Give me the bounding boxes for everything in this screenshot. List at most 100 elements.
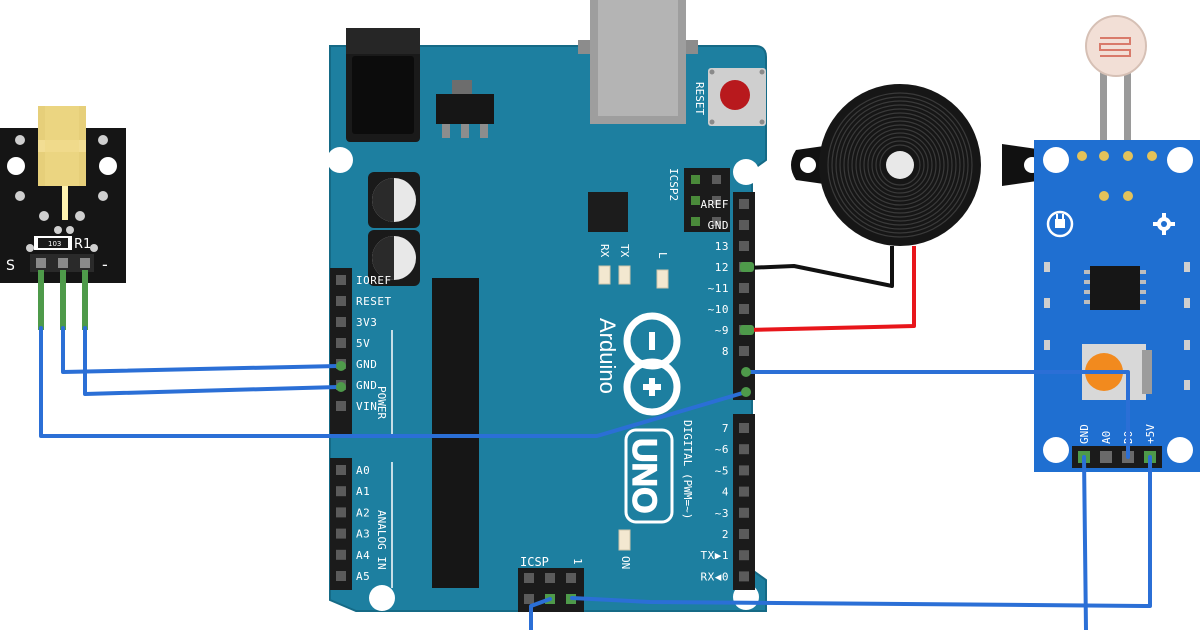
pin-label: A3 bbox=[356, 528, 370, 541]
wire-laser-vcc-to-5v bbox=[61, 326, 340, 374]
buzzer-center bbox=[886, 151, 914, 179]
mounting-hole bbox=[1167, 147, 1193, 173]
header-pin bbox=[739, 529, 749, 539]
pin-label: ~10 bbox=[708, 303, 729, 316]
pin-label: VIN bbox=[356, 400, 377, 413]
power-header bbox=[330, 268, 352, 434]
mounting-hole bbox=[327, 147, 353, 173]
gear-icon bbox=[1153, 213, 1175, 235]
pin-label: 7 bbox=[722, 422, 729, 435]
buzzer-ring bbox=[843, 108, 957, 222]
pin-label: ~3 bbox=[715, 507, 729, 520]
tx-label: TX bbox=[618, 244, 631, 258]
l-label: L bbox=[656, 252, 669, 259]
power-label: POWER bbox=[375, 386, 388, 419]
laser-diode bbox=[38, 106, 86, 220]
tx-led bbox=[618, 265, 631, 285]
signal-pin-label: S bbox=[6, 258, 15, 274]
pin-label: ~5 bbox=[715, 464, 729, 477]
pin-label: A5 bbox=[356, 570, 370, 583]
header-pin bbox=[336, 401, 346, 411]
mounting-hole bbox=[1167, 437, 1193, 463]
header-pin bbox=[739, 423, 749, 433]
mounting-hole bbox=[1043, 147, 1069, 173]
sensor-pin-label: GND bbox=[1078, 424, 1091, 444]
buzzer-ring bbox=[835, 100, 965, 230]
header-pin bbox=[739, 220, 749, 230]
pin-label: RESET bbox=[356, 295, 392, 308]
photoresistor bbox=[1085, 15, 1147, 152]
capacitor bbox=[368, 230, 420, 286]
icsp2-label: ICSP2 bbox=[667, 168, 680, 201]
usb-controller-chip bbox=[588, 192, 628, 232]
header-pin bbox=[739, 571, 749, 582]
pin-label: TX▶1 bbox=[701, 549, 730, 562]
atmega-chip bbox=[432, 278, 479, 588]
header-pin bbox=[739, 346, 749, 356]
pin-label: ~9 bbox=[715, 324, 729, 337]
wire-d9-to-sensor-d0 bbox=[744, 370, 1130, 459]
wire-endpoints bbox=[336, 262, 754, 397]
digital-label: DIGITAL (PWM=~) bbox=[681, 420, 694, 519]
resistor: 103 bbox=[34, 236, 72, 250]
reset-button[interactable] bbox=[708, 68, 766, 126]
pin-label: GND bbox=[356, 379, 377, 392]
arduino-uno-board: RESET TX RX L ICSP2 bbox=[327, 0, 767, 612]
pin-label: 5V bbox=[356, 337, 370, 350]
sensor-pin-label: +5V bbox=[1144, 424, 1157, 444]
pin-label: AREF bbox=[701, 198, 730, 211]
rx-label: RX bbox=[598, 244, 611, 258]
header-pin bbox=[739, 507, 749, 518]
header-pin bbox=[336, 486, 346, 497]
pin-label: A2 bbox=[356, 506, 370, 519]
pin-label: A1 bbox=[356, 485, 370, 498]
header-pin bbox=[739, 444, 749, 455]
pin-label: A4 bbox=[356, 549, 370, 562]
power-plug-icon bbox=[1046, 210, 1074, 238]
header-pin bbox=[739, 550, 749, 561]
header-pin bbox=[336, 507, 346, 518]
header-pin bbox=[739, 486, 749, 497]
buzzer-ring bbox=[875, 140, 925, 190]
icsp2-header bbox=[684, 168, 730, 232]
header-pin bbox=[336, 571, 346, 581]
pin-label: 13 bbox=[715, 240, 729, 253]
buzzer-ring bbox=[867, 132, 933, 198]
header-pin bbox=[739, 465, 749, 476]
resistor-code: 103 bbox=[48, 240, 61, 248]
pin-label: IOREF bbox=[356, 274, 392, 287]
minus-pin-label: - bbox=[102, 255, 108, 274]
header-pin bbox=[336, 296, 346, 306]
buzzer-ring bbox=[847, 112, 953, 218]
wires bbox=[39, 264, 1152, 630]
pin-label: GND bbox=[356, 358, 377, 371]
wire-buzzer-gnd bbox=[744, 264, 894, 288]
uno-logo: UNO bbox=[624, 428, 674, 524]
buzzer-ring bbox=[879, 144, 921, 186]
header-pin bbox=[336, 549, 346, 560]
reset-label: RESET bbox=[693, 82, 706, 115]
buzzer-ring bbox=[859, 124, 941, 206]
pin-label: 4 bbox=[722, 486, 729, 499]
laser-pin-header bbox=[30, 254, 94, 272]
buzzer-ring bbox=[831, 96, 969, 234]
pin-label: ~6 bbox=[715, 443, 729, 456]
piezo-buzzer bbox=[791, 84, 1049, 296]
pin-label: A0 bbox=[356, 464, 370, 477]
sensor-pin-label: A0 bbox=[1100, 431, 1113, 444]
header-pin bbox=[336, 465, 346, 475]
resistor-label: R1 bbox=[74, 237, 91, 252]
header-pin bbox=[336, 317, 346, 327]
mounting-hole bbox=[733, 159, 759, 185]
buzzer-ring bbox=[851, 116, 949, 214]
header-pin bbox=[336, 338, 346, 348]
buzzer-flange bbox=[791, 144, 1049, 186]
header-pin bbox=[739, 304, 749, 314]
buzzer-ring bbox=[863, 128, 937, 202]
wire-laser-gnd-to-gnd bbox=[83, 326, 340, 396]
pin-label: 2 bbox=[722, 528, 729, 541]
mounting-hole bbox=[99, 157, 117, 175]
icsp-label: ICSP bbox=[520, 555, 549, 569]
